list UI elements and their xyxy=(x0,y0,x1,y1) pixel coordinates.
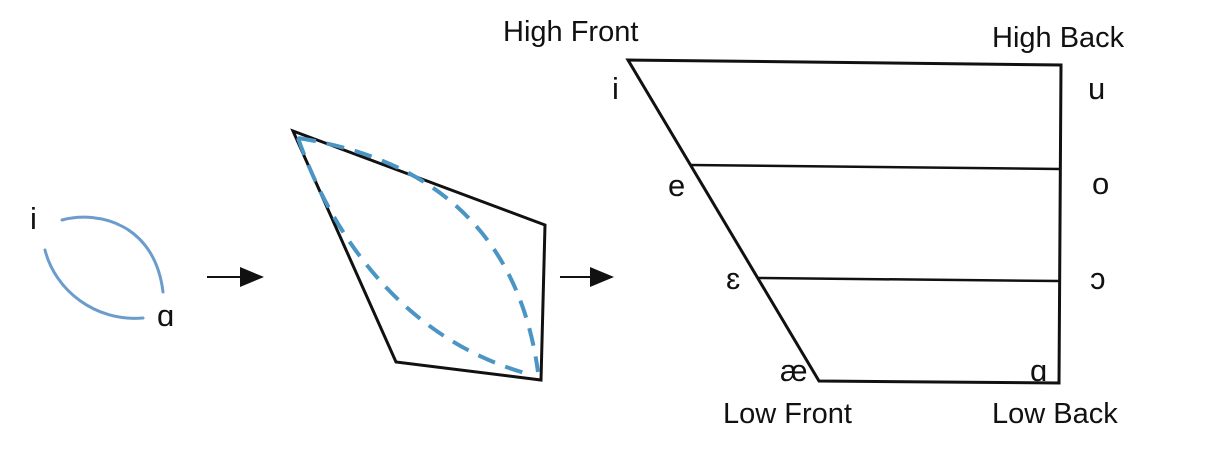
stage1-vowel-a: ɑ xyxy=(157,298,175,333)
vowel-back-u: u xyxy=(1088,71,1106,106)
vowel-front-epsilon: ɛ xyxy=(726,261,741,296)
vowel-trapezoid xyxy=(625,58,1063,385)
vowel-back-open-o: ɔ xyxy=(1090,261,1106,296)
label-high-back: High Back xyxy=(992,22,1125,54)
label-low-back: Low Back xyxy=(992,398,1118,430)
stage1-upper-curve xyxy=(60,215,165,294)
stage1-lower-curve xyxy=(43,248,145,320)
label-low-front: Low Front xyxy=(723,398,852,430)
label-high-front: High Front xyxy=(503,16,639,48)
vowel-front-ae: æ xyxy=(780,353,808,388)
vowel-back-a: ɑ xyxy=(1030,353,1048,388)
stage1-vowel-i: i xyxy=(30,201,37,236)
stage2-dashed-lower-curve xyxy=(296,137,533,377)
stage2-quadrilateral xyxy=(290,128,547,382)
trapezoid-line-mid-low xyxy=(756,276,1060,283)
vowel-front-i: i xyxy=(612,71,619,106)
vowel-front-e: e xyxy=(668,168,686,203)
trapezoid-line-mid-high xyxy=(689,163,1061,171)
vowel-back-o: o xyxy=(1092,166,1110,201)
stage2-dashed-upper-curve xyxy=(297,136,540,373)
